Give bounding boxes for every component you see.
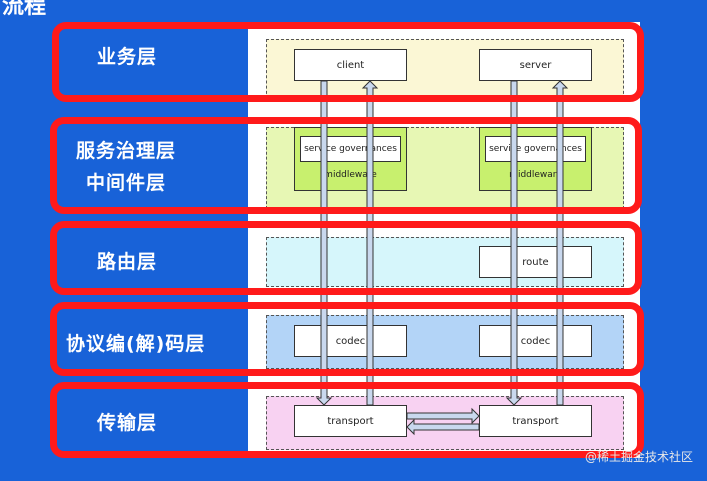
transport-right-arrow: [406, 407, 480, 425]
service-governances-left: service governances: [300, 136, 401, 162]
transport-node-left: transport: [294, 405, 407, 437]
middleware-label-left: middleware: [324, 170, 377, 180]
service-governances-right: service governances: [485, 136, 586, 162]
highlight-frame-transport: [50, 382, 644, 458]
client-node: client: [294, 49, 407, 81]
codec-node-left: codec: [294, 325, 407, 357]
layer-label-governance-line1: 服务治理层: [76, 140, 177, 162]
left-up-arrow: [361, 80, 379, 406]
codec-node-right: codec: [479, 325, 592, 357]
transport-node-right: transport: [479, 405, 592, 437]
highlight-frame-codec: [50, 302, 644, 376]
highlight-frame-governance: [50, 117, 642, 214]
layer-label-governance-line2: 中间件层: [86, 172, 167, 194]
layer-label-codec: 协议编(解)码层: [66, 333, 206, 355]
transport-left-arrow: [406, 418, 480, 436]
route-node: route: [479, 246, 592, 278]
layer-label-transport: 传输层: [97, 412, 158, 434]
highlight-frame-routing: [50, 221, 642, 295]
left-down-arrow: [315, 80, 333, 406]
watermark: @稀土掘金技术社区: [584, 450, 693, 464]
layer-label-business: 业务层: [97, 46, 158, 68]
layer-label-routing: 路由层: [97, 251, 158, 273]
right-down-arrow: [505, 80, 523, 406]
highlight-frame-business: [52, 22, 644, 102]
page-title: 流程: [2, 0, 47, 19]
middleware-label-right: middleware: [509, 170, 562, 180]
server-node: server: [479, 49, 592, 81]
right-up-arrow: [551, 80, 569, 406]
